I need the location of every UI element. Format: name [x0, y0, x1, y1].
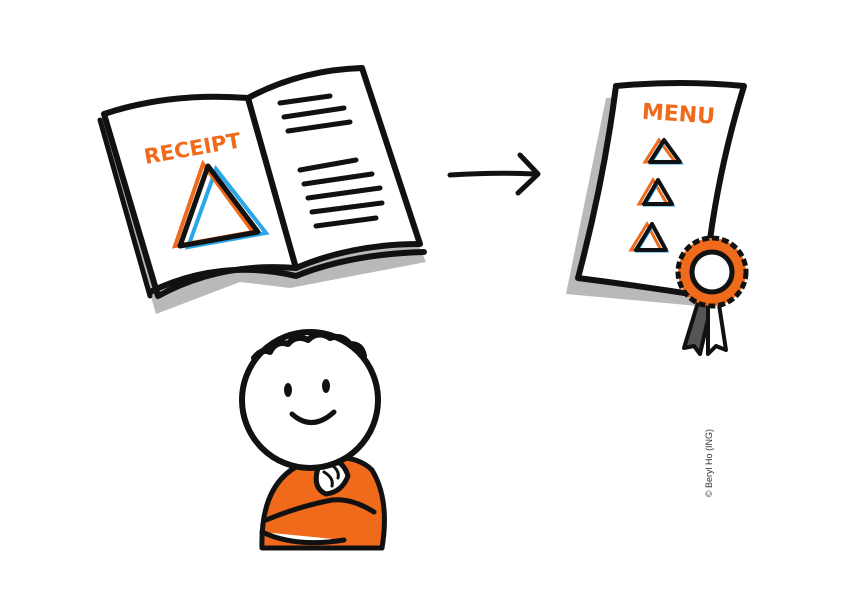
menu-title: MENU	[641, 100, 716, 130]
rosette-award-icon	[675, 235, 749, 356]
copyright-credit: © Beryl Ho (ING)	[704, 428, 714, 498]
right-arrow-icon	[447, 152, 541, 196]
thinking-person-icon	[239, 329, 387, 551]
triangle-icon	[172, 159, 270, 250]
menu-item-triangle-2	[636, 177, 676, 207]
page-text-lines	[277, 93, 385, 229]
open-book-icon: RECEIPT	[97, 65, 427, 314]
menu-item-triangle-1	[642, 137, 684, 165]
menu-item-triangle-3	[628, 220, 670, 253]
menu-card-icon: MENU	[566, 80, 749, 356]
